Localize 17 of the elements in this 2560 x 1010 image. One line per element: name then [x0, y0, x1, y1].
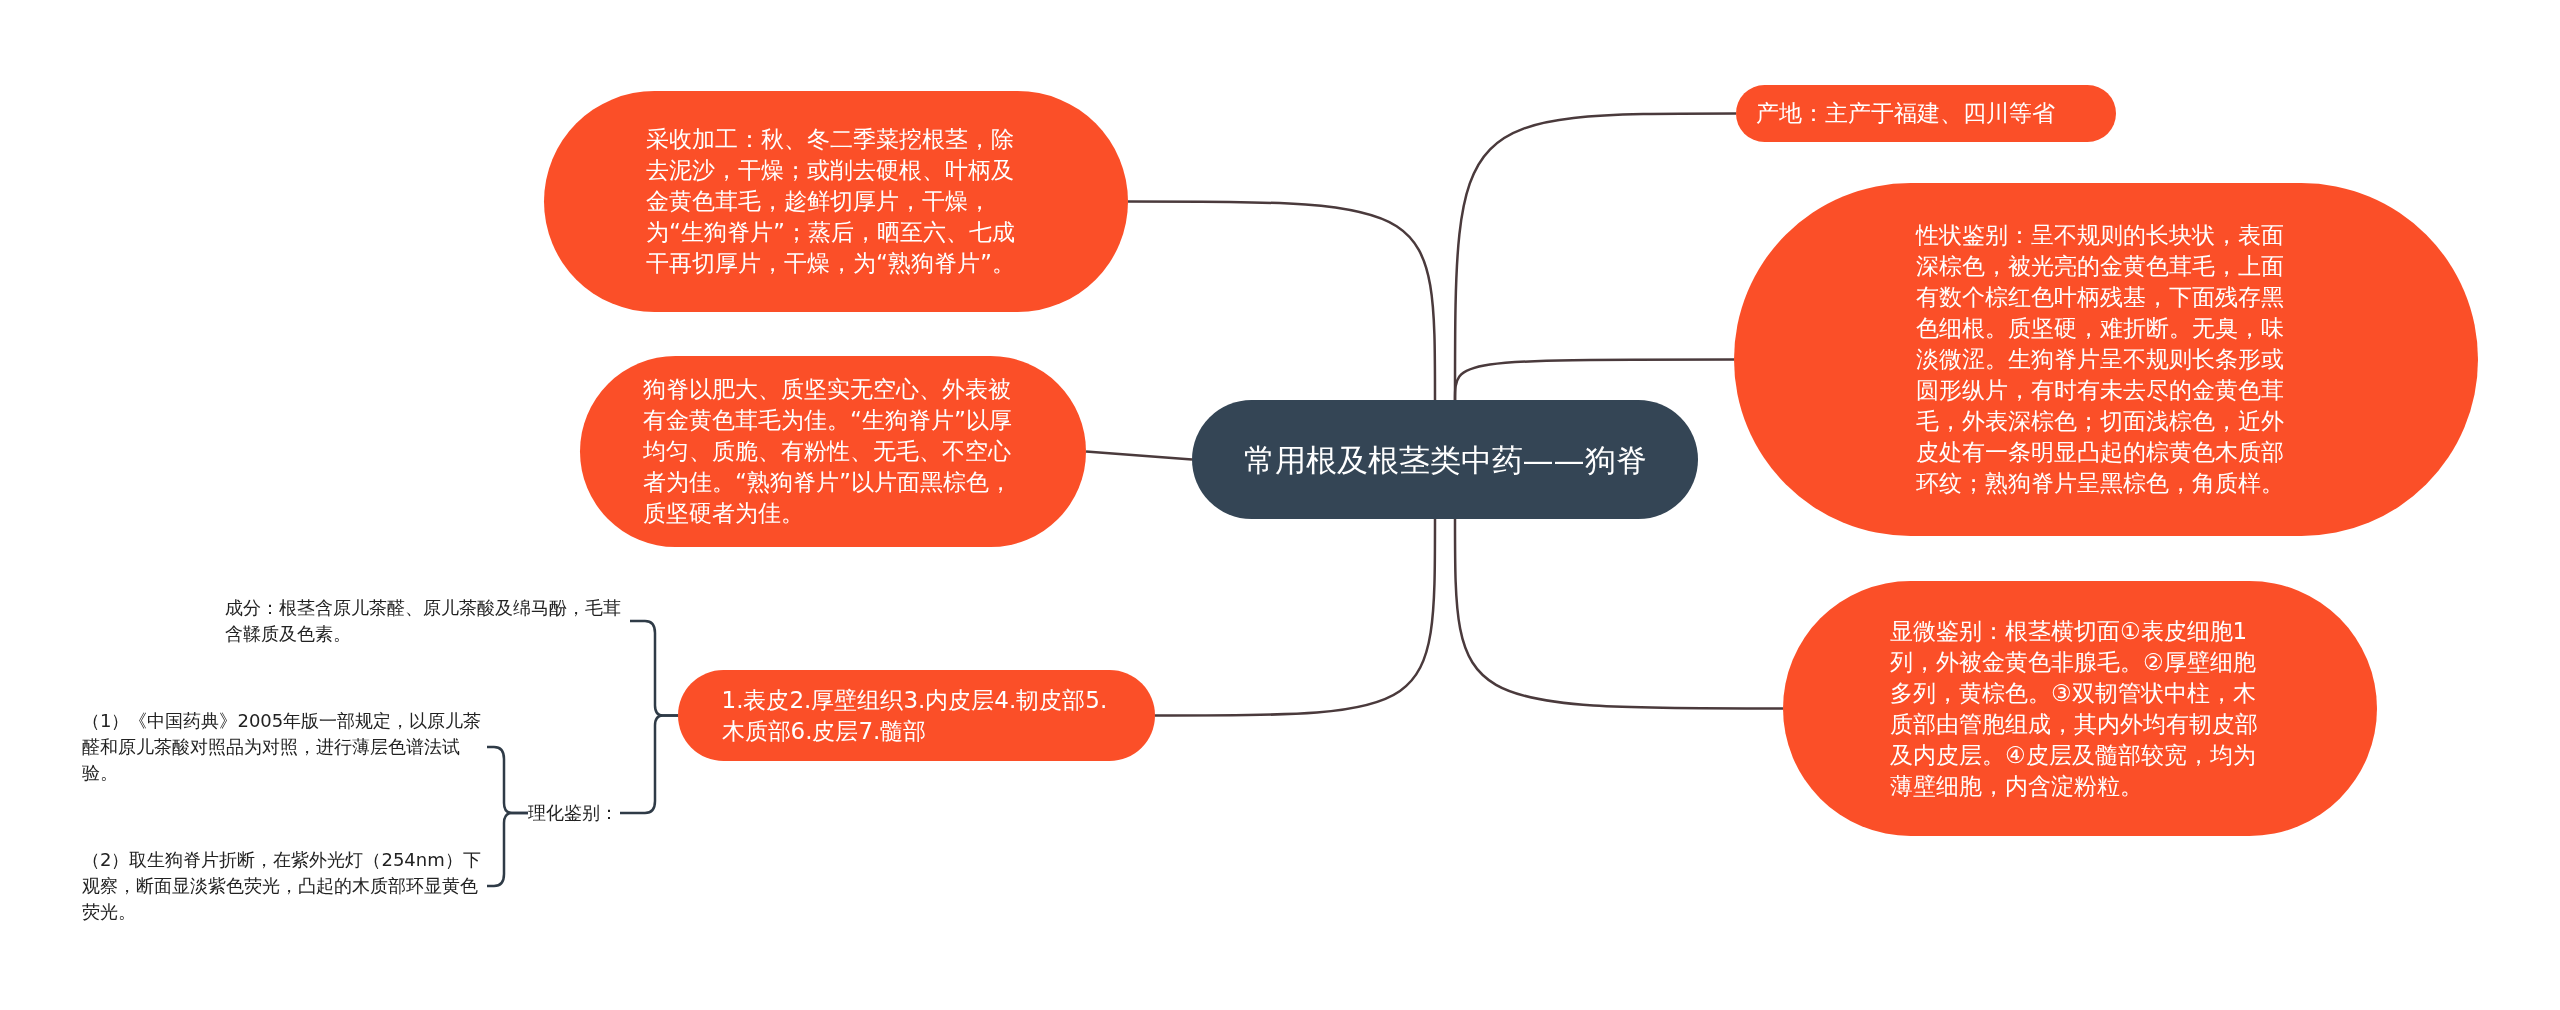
note-text: （2）取生狗脊片折断，在紫外光灯（254nm）下观察，断面显淡紫色荧光，凸起的木质部环显黄色荧光。 — [82, 848, 482, 924]
topic-pill: 采收加工：秋、冬二季菜挖根茎，除去泥沙，干燥；或削去硬根、叶柄及金黄色茸毛，趁鲜切厚片，干燥，为“生狗脊片”；蒸后，晒至六、七成干再切厚片，干燥，为“熟狗脊片”。 — [544, 91, 1128, 312]
note-text: （1）《中国药典》2005年版一部规定，以原儿茶醛和原儿茶酸对照品为对照，进行薄层色谱法试验。 — [82, 709, 483, 785]
connector-line — [1085, 450, 1193, 461]
connector-line — [1453, 519, 1783, 710]
connector-line — [1155, 519, 1437, 717]
connector-line — [620, 714, 678, 815]
topic-pill: 显微鉴别：根茎横切面①表皮细胞1列，外被金黄色非腺毛。②厚壁细胞多列，黄棕色。③双韧管状中柱，木质部由管胞组成，其内外均有韧皮部及内皮层。④皮层及髓部较宽，均为薄壁细胞，内含淀粉粒。 — [1783, 581, 2377, 836]
topic-pill: 产地：主产于福建、四川等省 — [1736, 85, 2116, 142]
topic-pill: 狗脊以肥大、质坚实无空心、外表被有金黄色茸毛为佳。“生狗脊片”以厚均匀、质脆、有粉性、无毛、不空心者为佳。“熟狗脊片”以片面黑棕色，质坚硬者为佳。 — [580, 356, 1086, 547]
topic-pill: 1.表皮2.厚壁组织3.内皮层4.韧皮部5.木质部6.皮层7.髓部 — [678, 670, 1155, 761]
note-text: 成分：根茎含原儿茶醛、原儿茶酸及绵马酚，毛茸含鞣质及色素。 — [225, 596, 622, 646]
note-text: 理化鉴别： — [528, 801, 619, 825]
topic-pill: 性状鉴别：呈不规则的长块状，表面深棕色，被光亮的金黄色茸毛，上面有数个棕红色叶柄残基，下面残存黑色细根。质坚硬，难折断。无臭，味淡微涩。生狗脊片呈不规则长条形或圆形纵片，有时有未去尽的金黄色茸毛，外表深棕色；切面浅棕色，近外皮处有一条明显凸起的棕黄色木质部环纹；熟狗脊片呈黑棕色，角质样。 — [1734, 183, 2478, 536]
central-topic: 常用根及根茎类中药——狗脊 — [1192, 400, 1698, 519]
connector-line — [1128, 200, 1437, 400]
connector-line — [1453, 358, 1734, 401]
